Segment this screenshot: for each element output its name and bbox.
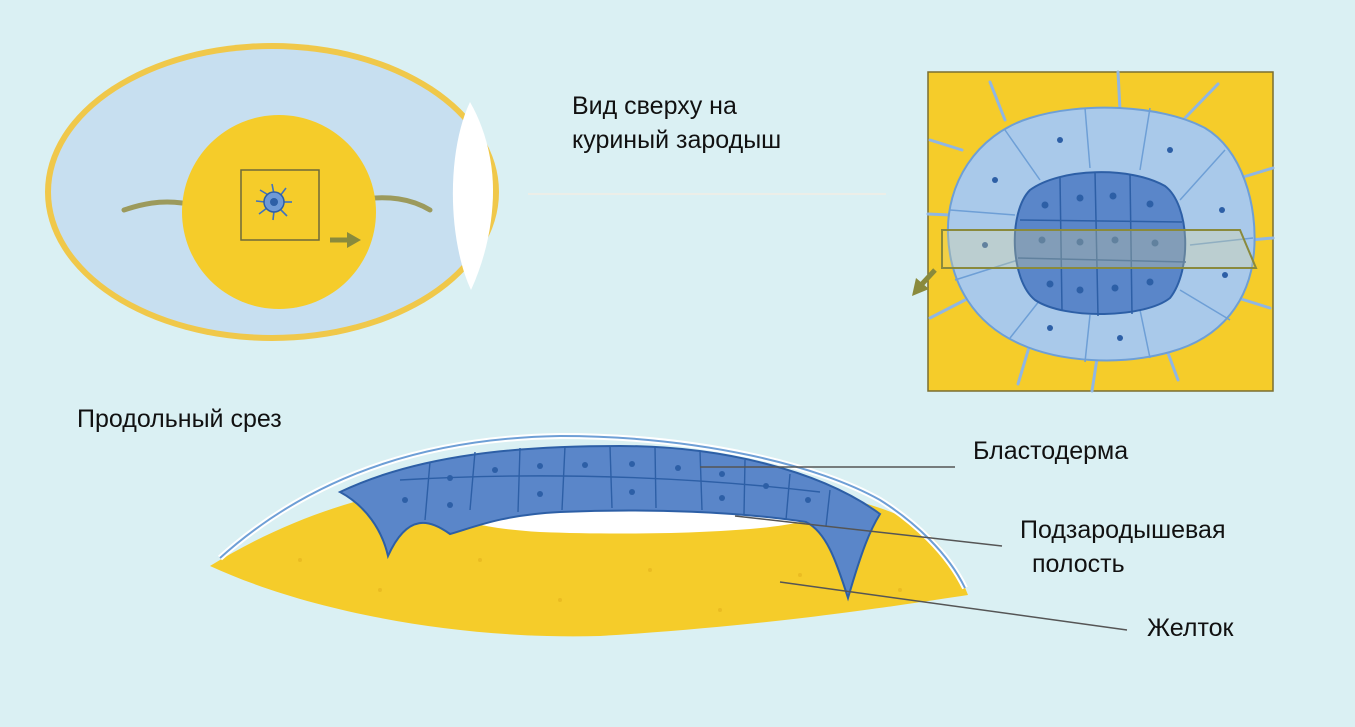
subgerminal-cavity-label-line-2: полость	[1020, 547, 1226, 581]
top-view-label-line-2: куриный зародыш	[572, 123, 781, 157]
section-plane	[942, 230, 1256, 268]
egg-icon	[45, 43, 499, 341]
yolk-label: Желток	[1147, 611, 1233, 645]
longitudinal-section-label: Продольный срез	[77, 402, 282, 436]
top-view-label: Вид сверху на куриный зародыш	[572, 89, 781, 157]
magnified-blastoderm-view	[912, 72, 1273, 391]
longitudinal-section	[210, 436, 968, 636]
top-view-label-line-1: Вид сверху на	[572, 89, 781, 123]
egg-yolk	[182, 115, 376, 309]
blastoderm-label: Бластодерма	[973, 434, 1128, 468]
subgerminal-cavity-label-line-1: Подзародышевая	[1020, 513, 1226, 547]
subgerminal-cavity-label: Подзародышевая полость	[1020, 513, 1226, 581]
